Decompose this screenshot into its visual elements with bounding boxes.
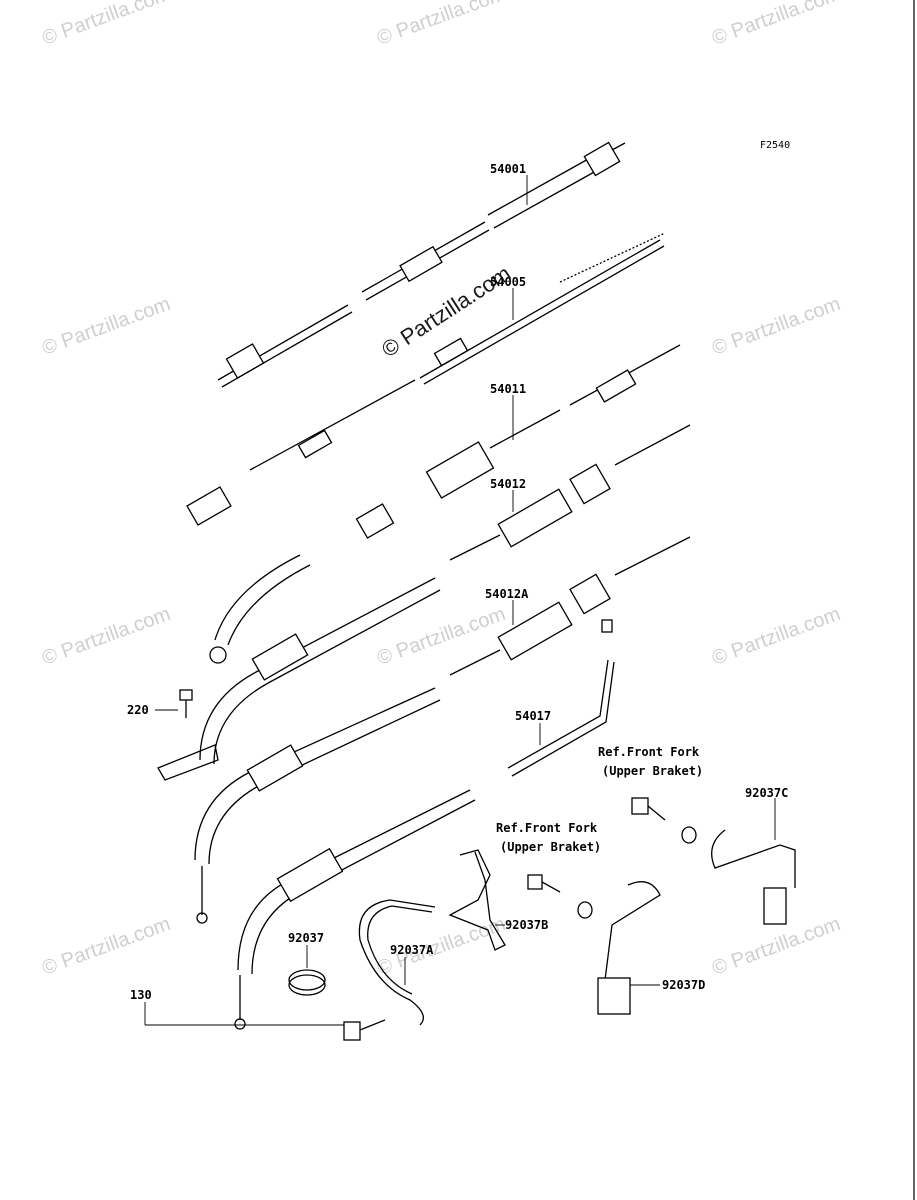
watermark-text: © Partzilla.com	[374, 603, 508, 670]
cable-54011	[209, 344, 681, 664]
cable-lower-1	[157, 577, 441, 781]
label-92037d: 92037D	[662, 978, 705, 992]
label-130: 130	[130, 988, 152, 1002]
bracket-92037a	[358, 899, 436, 1026]
reference-labels: Ref.Front Fork (Upper Braket) Ref.Front …	[496, 745, 703, 854]
cable-54012	[449, 424, 691, 561]
figure-code: F2540	[760, 140, 790, 151]
bracket-92037b	[448, 849, 506, 951]
label-54011: 54011	[490, 382, 526, 396]
label-54005: 54005	[490, 275, 526, 289]
label-92037c: 92037C	[745, 786, 788, 800]
ref-label-line2: (Upper Braket)	[500, 840, 601, 854]
ref-label-line2: (Upper Braket)	[602, 764, 703, 778]
leader-lines	[144, 175, 776, 1026]
watermark-text: © Partzilla.com	[39, 913, 173, 980]
cable-54005	[186, 232, 666, 526]
label-92037b: 92037B	[505, 918, 548, 932]
ref-bolt-1	[631, 797, 697, 844]
part-labels: 54001 54005 54011 54012 54012A 54017 220…	[127, 162, 788, 1002]
watermark-text: © Partzilla.com	[39, 603, 173, 670]
watermark-text: © Partzilla.com	[374, 0, 508, 50]
bolt-220	[179, 689, 193, 718]
clamp-92037	[288, 969, 326, 996]
cable-54012a	[449, 536, 691, 676]
label-54012a: 54012A	[485, 587, 529, 601]
watermark-text: © Partzilla.com	[709, 0, 843, 50]
watermark-text: © Partzilla.com	[39, 293, 173, 360]
label-92037: 92037	[288, 931, 324, 945]
label-220: 220	[127, 703, 149, 717]
bracket-92037c	[711, 829, 796, 925]
bracket-92037d	[597, 881, 661, 1015]
cable-lower-3	[234, 789, 476, 1030]
label-54001: 54001	[490, 162, 526, 176]
bolt-130	[343, 1019, 386, 1041]
cable-lower-2	[194, 687, 441, 924]
cable-54001	[217, 141, 626, 388]
label-92037a: 92037A	[390, 943, 434, 957]
label-54017: 54017	[515, 709, 551, 723]
ref-label-line1: Ref.Front Fork	[496, 821, 598, 835]
watermark-text: © Partzilla.com	[39, 0, 173, 50]
ref-label-line1: Ref.Front Fork	[598, 745, 700, 759]
watermark-text: © Partzilla.com	[709, 293, 843, 360]
ref-bolt-2	[527, 874, 593, 919]
cable-54017	[507, 619, 615, 777]
watermark-text: © Partzilla.com	[709, 603, 843, 670]
label-54012: 54012	[490, 477, 526, 491]
